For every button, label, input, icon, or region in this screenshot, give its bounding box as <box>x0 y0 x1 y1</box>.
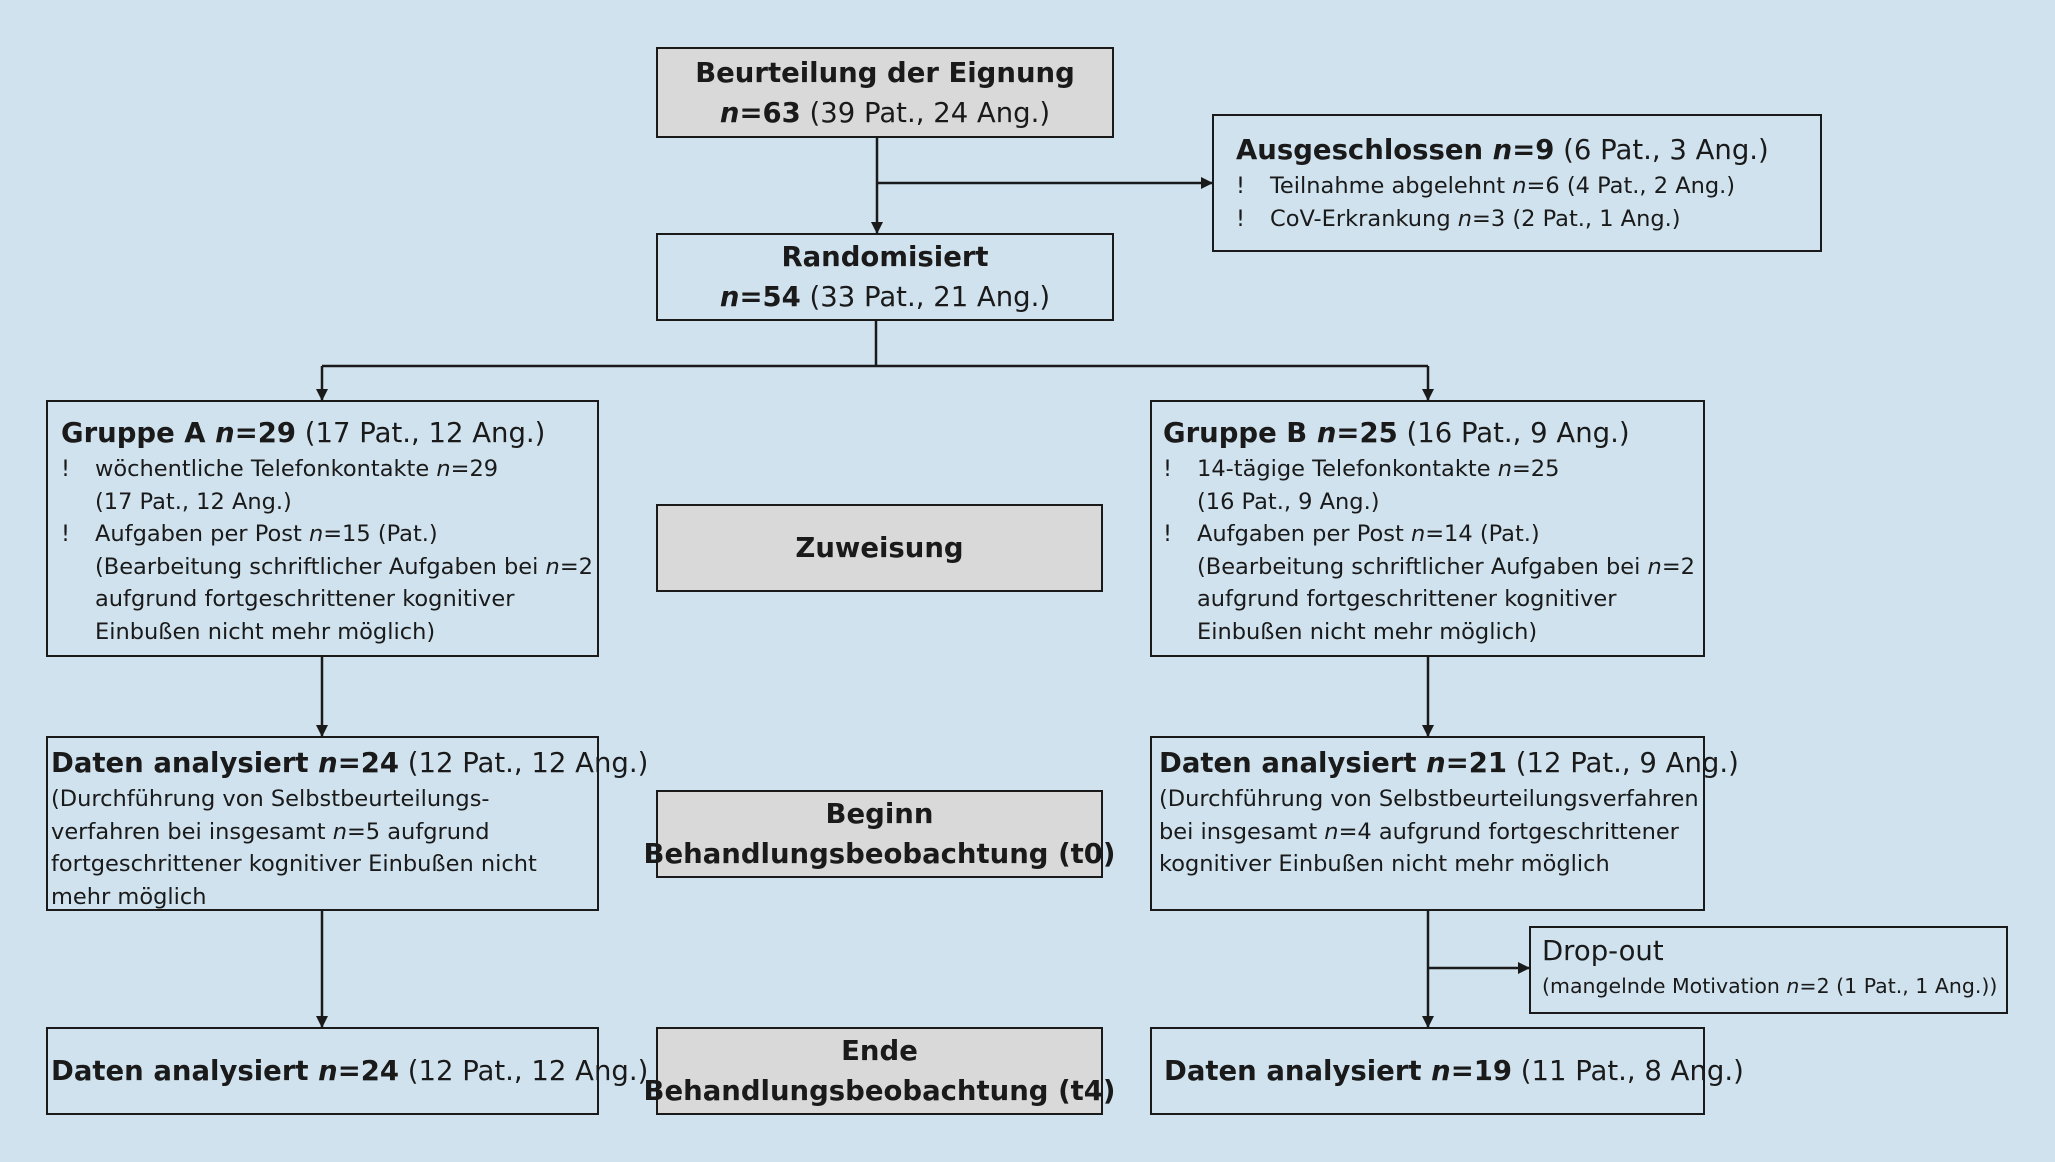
dropout-title: Drop-out <box>1542 935 1664 967</box>
ausgeschlossen-item-2: !CoV-Erkrankung n=3 (2 Pat., 1 Ang.) <box>1236 205 1681 232</box>
gruppe-b-item-2: !Aufgaben per Post n=14 (Pat.) <box>1163 521 1540 547</box>
eignung-count: n=63 (39 Pat., 24 Ang.) <box>719 96 1051 129</box>
gruppe-a-item-2-cont-2: aufgrund fortgeschrittener kognitiver <box>95 586 515 612</box>
gruppe-b-item-2-cont-1: (Bearbeitung schriftlicher Aufgaben bei … <box>1197 553 1695 580</box>
zuweisung-label: Zuweisung <box>795 532 964 564</box>
daten-a1-line-4: mehr möglich <box>51 883 207 910</box>
ausgeschlossen-heading: Ausgeschlossen n=9 (6 Pat., 3 Ang.) <box>1236 134 1769 166</box>
daten-a1-line-1: (Durchführung von Selbstbeurteilungs- <box>51 786 490 812</box>
ausgeschlossen-item-1: !Teilnahme abgelehnt n=6 (4 Pat., 2 Ang.… <box>1236 173 1736 199</box>
gruppe-a-item-1-cont: (17 Pat., 12 Ang.) <box>95 488 292 515</box>
daten-a1-heading: Daten analysiert n=24 (12 Pat., 12 Ang.) <box>51 747 649 779</box>
box-gruppe-b: Gruppe B n=25 (16 Pat., 9 Ang.) !14-tägi… <box>1150 400 1705 657</box>
randomisiert-count: n=54 (33 Pat., 21 Ang.) <box>719 281 1051 313</box>
box-eignung: Beurteilung der Eignung n=63 (39 Pat., 2… <box>656 47 1114 138</box>
eignung-title: Beurteilung der Eignung <box>695 56 1075 89</box>
box-daten-b1: Daten analysiert n=21 (12 Pat., 9 Ang.) … <box>1150 736 1739 911</box>
daten-b2-heading: Daten analysiert n=19 (11 Pat., 8 Ang.) <box>1164 1055 1744 1087</box>
gruppe-b-item-2-cont-2: aufgrund fortgeschrittener kognitiver <box>1197 586 1617 612</box>
box-daten-b2: Daten analysiert n=19 (11 Pat., 8 Ang.) <box>1150 1027 1744 1115</box>
daten-b1-line-2: bei insgesamt n=4 aufgrund fortgeschritt… <box>1159 818 1679 845</box>
gruppe-a-heading: Gruppe A n=29 (17 Pat., 12 Ang.) <box>61 417 546 449</box>
gruppe-b-heading: Gruppe B n=25 (16 Pat., 9 Ang.) <box>1163 417 1630 449</box>
gruppe-b-item-2-cont-3: Einbußen nicht mehr möglich) <box>1197 618 1538 645</box>
randomisiert-title: Randomisiert <box>781 241 989 273</box>
box-zuweisung: Zuweisung <box>656 504 1103 592</box>
gruppe-a-item-2-cont-1: (Bearbeitung schriftlicher Aufgaben bei … <box>95 553 593 580</box>
daten-a1-line-3: fortgeschrittener kognitiver Einbußen ni… <box>51 851 537 877</box>
dropout-detail: (mangelnde Motivation n=2 (1 Pat., 1 Ang… <box>1542 974 1998 998</box>
daten-a1-line-2: verfahren bei insgesamt n=5 aufgrund <box>51 818 490 845</box>
gruppe-a-item-2-cont-3: Einbußen nicht mehr möglich) <box>95 618 436 645</box>
ende-line-2: Behandlungsbeobachtung (t4) <box>643 1075 1116 1107</box>
box-daten-a1: Daten analysiert n=24 (12 Pat., 12 Ang.)… <box>46 736 649 911</box>
daten-b1-line-3: kognitiver Einbußen nicht mehr möglich <box>1159 851 1610 877</box>
box-ende: Ende Behandlungsbeobachtung (t4) <box>644 1027 1116 1115</box>
daten-a2-heading: Daten analysiert n=24 (12 Pat., 12 Ang.) <box>51 1055 649 1087</box>
box-randomisiert: Randomisiert n=54 (33 Pat., 21 Ang.) <box>656 233 1114 321</box>
beginn-line-2: Behandlungsbeobachtung (t0) <box>643 838 1116 870</box>
beginn-line-1: Beginn <box>825 798 934 830</box>
gruppe-b-item-1: !14-tägige Telefonkontakte n=25 <box>1163 456 1560 482</box>
gruppe-a-item-2: !Aufgaben per Post n=15 (Pat.) <box>61 521 438 547</box>
box-ausgeschlossen: Ausgeschlossen n=9 (6 Pat., 3 Ang.) !Tei… <box>1212 114 1822 252</box>
gruppe-b-item-1-cont: (16 Pat., 9 Ang.) <box>1197 488 1380 515</box>
daten-b1-line-1: (Durchführung von Selbstbeurteilungsverf… <box>1159 786 1699 812</box>
daten-b1-heading: Daten analysiert n=21 (12 Pat., 9 Ang.) <box>1159 747 1739 779</box>
box-gruppe-a: Gruppe A n=29 (17 Pat., 12 Ang.) !wöchen… <box>46 400 599 657</box>
box-beginn: Beginn Behandlungsbeobachtung (t0) <box>644 790 1116 878</box>
box-dropout: Drop-out (mangelnde Motivation n=2 (1 Pa… <box>1529 926 2008 1014</box>
ende-line-1: Ende <box>841 1035 918 1067</box>
box-daten-a2: Daten analysiert n=24 (12 Pat., 12 Ang.) <box>46 1027 648 1115</box>
gruppe-a-item-1: !wöchentliche Telefonkontakte n=29 <box>61 456 499 482</box>
